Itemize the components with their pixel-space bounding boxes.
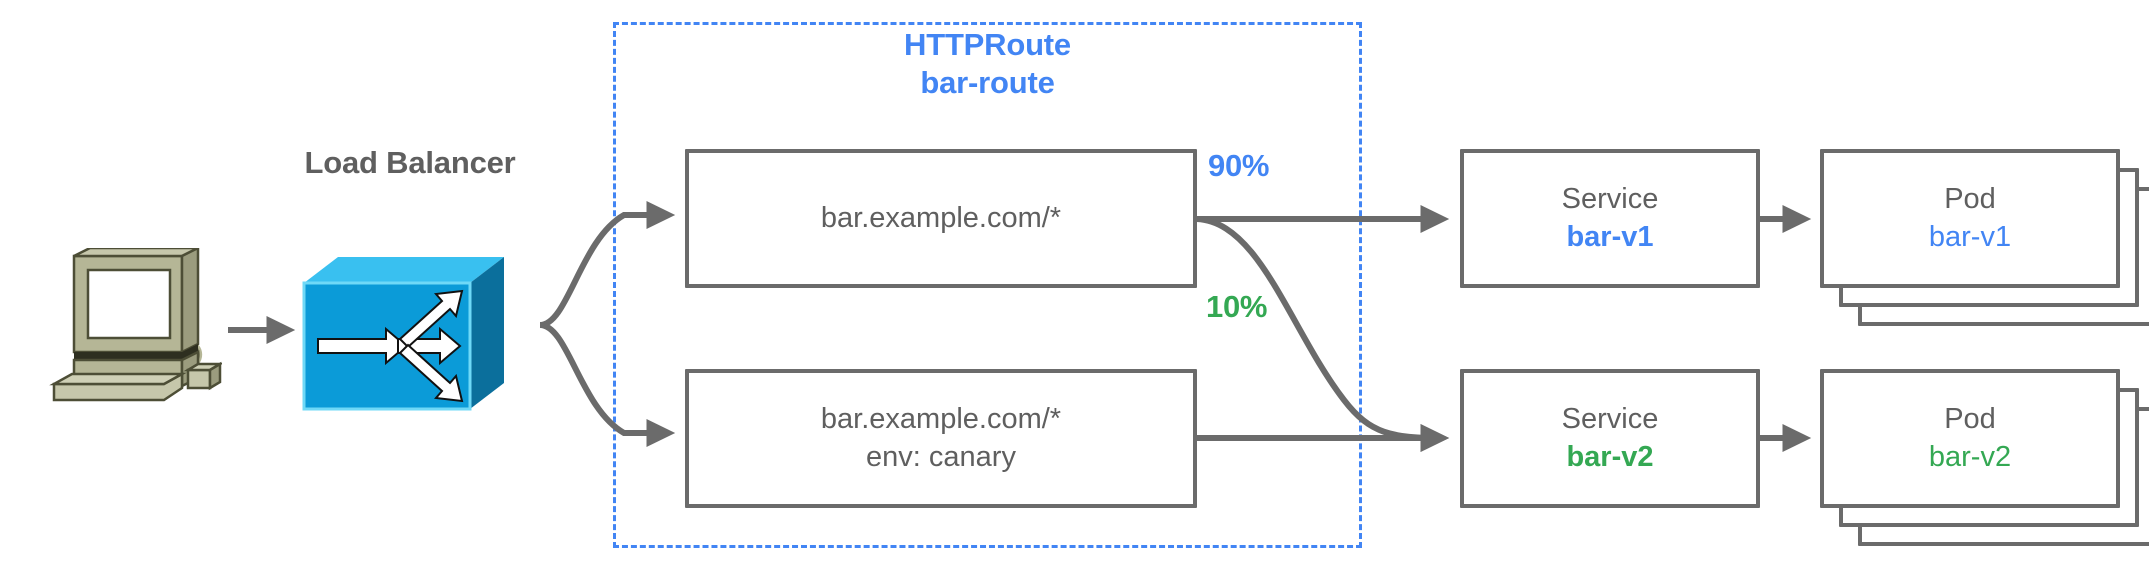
httproute-match-box-canary[interactable]: bar.example.com/* env: canary <box>685 369 1197 508</box>
match-header-canary: env: canary <box>866 440 1016 473</box>
httproute-kind-label: HTTPRoute <box>904 27 1071 62</box>
load-balancer-icon <box>300 255 540 415</box>
httproute-name-label: bar-route <box>920 64 1055 100</box>
service-kind-label-v2: Service <box>1561 403 1659 436</box>
traffic-weight-label-canary: 10% <box>1206 289 1268 324</box>
service-box-bar-v1[interactable]: Service bar-v1 <box>1460 149 1760 288</box>
pod-kind-label-v1: Pod <box>1944 183 1996 216</box>
httproute-match-box-primary[interactable]: bar.example.com/* <box>685 149 1197 288</box>
service-name-label-v1: bar-v1 <box>1566 220 1654 253</box>
client-computer-icon <box>32 245 225 408</box>
service-name-label-v2: bar-v2 <box>1566 440 1654 473</box>
httproute-group-title: HTTPRoute bar-route <box>613 26 1362 102</box>
load-balancer-label: Load Balancer <box>304 145 516 180</box>
match-hostname-primary: bar.example.com/* <box>820 201 1062 234</box>
traffic-weight-label-primary: 90% <box>1208 148 1270 183</box>
pod-layer-front-v2[interactable]: Pod bar-v2 <box>1820 369 2120 508</box>
service-box-bar-v2[interactable]: Service bar-v2 <box>1460 369 1760 508</box>
pod-stack-bar-v1[interactable]: Pod bar-v1 <box>1820 149 2149 326</box>
pod-name-label-v2: bar-v2 <box>1928 440 2012 473</box>
match-hostname-canary: bar.example.com/* <box>820 403 1062 436</box>
service-kind-label-v1: Service <box>1561 183 1659 216</box>
pod-layer-front-v1[interactable]: Pod bar-v1 <box>1820 149 2120 288</box>
pod-name-label-v1: bar-v1 <box>1928 220 2012 253</box>
pod-kind-label-v2: Pod <box>1944 403 1996 436</box>
pod-stack-bar-v2[interactable]: Pod bar-v2 <box>1820 369 2149 546</box>
